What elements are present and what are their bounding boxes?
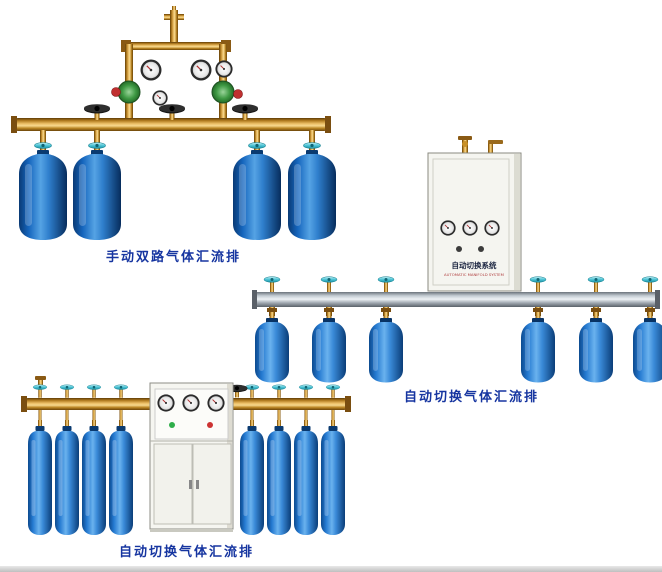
cabinet-top-pipes bbox=[458, 136, 503, 154]
gas-cylinder bbox=[633, 312, 662, 383]
inlet-riser bbox=[35, 376, 46, 388]
auto-switch-manifold-cabinet-image: 自动切换系统 AUTOMATIC MANIFOLD SYSTEM bbox=[252, 136, 662, 383]
door-handle bbox=[189, 480, 192, 489]
cylinder-valve-handwheel bbox=[320, 276, 338, 292]
pressure-gauge-icon bbox=[182, 394, 200, 412]
control-cabinet bbox=[149, 382, 234, 532]
manifold-pipe bbox=[11, 116, 331, 133]
cylinder-risers bbox=[40, 130, 315, 146]
regulator-knob bbox=[233, 89, 243, 99]
cylinder-valve-handwheel bbox=[587, 276, 605, 292]
inlet-pipe-assembly bbox=[121, 6, 231, 52]
gas-cylinder bbox=[72, 142, 122, 241]
pressure-regulator-station-right bbox=[190, 44, 243, 122]
pressure-gauge-icon bbox=[152, 90, 168, 106]
cabinet-subtitle: AUTOMATIC MANIFOLD SYSTEM bbox=[444, 272, 504, 277]
pressure-gauge-icon bbox=[207, 394, 225, 412]
regulator-body bbox=[117, 80, 141, 104]
cylinder-valve-handwheel bbox=[529, 276, 547, 292]
pressure-gauge-icon bbox=[190, 59, 212, 81]
gas-cylinder bbox=[82, 420, 106, 535]
gas-cylinder bbox=[240, 420, 264, 535]
cylinder-valve-handwheel bbox=[113, 384, 129, 398]
pressure-gauge-icon bbox=[462, 220, 478, 236]
cylinder-valve-handwheel bbox=[263, 276, 281, 292]
product-caption-auto-switch-cabinet: 自动切换气体汇流排 bbox=[404, 390, 540, 405]
regulator-body bbox=[211, 80, 235, 104]
indicator-light-red bbox=[207, 422, 213, 428]
cabinet-title: 自动切换系统 bbox=[452, 260, 497, 270]
manifold-pipe bbox=[252, 290, 660, 309]
cylinder-valve-handwheel bbox=[377, 276, 395, 292]
gas-cylinder bbox=[579, 312, 613, 383]
cylinder-valve-handwheel bbox=[641, 276, 659, 292]
cabinet-door bbox=[153, 443, 193, 525]
panel-knob bbox=[456, 246, 462, 252]
panel-knob bbox=[478, 246, 484, 252]
pressure-gauge-icon bbox=[484, 220, 500, 236]
cylinder-connectors bbox=[38, 410, 335, 422]
pressure-gauge-icon bbox=[215, 60, 233, 78]
page-bottom-edge bbox=[0, 566, 662, 572]
gas-cylinder bbox=[55, 420, 79, 535]
cylinder-valve-handwheel bbox=[86, 384, 102, 398]
manual-dual-manifold-image bbox=[11, 6, 337, 241]
cylinder-valve-handwheel bbox=[271, 384, 287, 398]
shutoff-valve-handwheel bbox=[159, 104, 185, 120]
gas-cylinder bbox=[109, 420, 133, 535]
gas-cylinder bbox=[321, 420, 345, 535]
cylinder-valve-handwheel bbox=[32, 384, 48, 398]
gas-cylinder bbox=[369, 312, 403, 383]
shutoff-valve-handwheel bbox=[232, 104, 258, 120]
cylinder-connectors bbox=[267, 307, 655, 316]
pressure-regulator-station-left bbox=[111, 44, 168, 122]
gas-cylinder bbox=[255, 312, 289, 383]
gas-cylinder bbox=[28, 420, 52, 535]
pressure-gauge-icon bbox=[440, 220, 456, 236]
indicator-light-green bbox=[169, 422, 175, 428]
product-caption-auto-switch: 自动切换气体汇流排 bbox=[119, 545, 255, 560]
cylinder-valve-handwheel bbox=[244, 384, 260, 398]
regulator-knob bbox=[111, 87, 121, 97]
control-cabinet: 自动切换系统 AUTOMATIC MANIFOLD SYSTEM bbox=[427, 152, 522, 292]
auto-switch-manifold-image bbox=[21, 376, 351, 535]
shutoff-valve-handwheel bbox=[84, 104, 110, 120]
cylinder-valve-handwheel bbox=[298, 384, 314, 398]
pressure-gauge-icon bbox=[140, 59, 162, 81]
product-caption-manual-dual: 手动双路气体汇流排 bbox=[106, 250, 242, 265]
door-handle bbox=[196, 480, 199, 489]
cabinet-door bbox=[192, 443, 232, 525]
gas-cylinder bbox=[312, 312, 346, 383]
gas-cylinder bbox=[521, 312, 555, 383]
cylinder-valve-handwheel bbox=[325, 384, 341, 398]
pressure-gauge-icon bbox=[157, 394, 175, 412]
gas-cylinder bbox=[267, 420, 291, 535]
gas-cylinder bbox=[18, 142, 68, 241]
gas-cylinder bbox=[294, 420, 318, 535]
cylinder-valve-handwheel bbox=[59, 384, 75, 398]
